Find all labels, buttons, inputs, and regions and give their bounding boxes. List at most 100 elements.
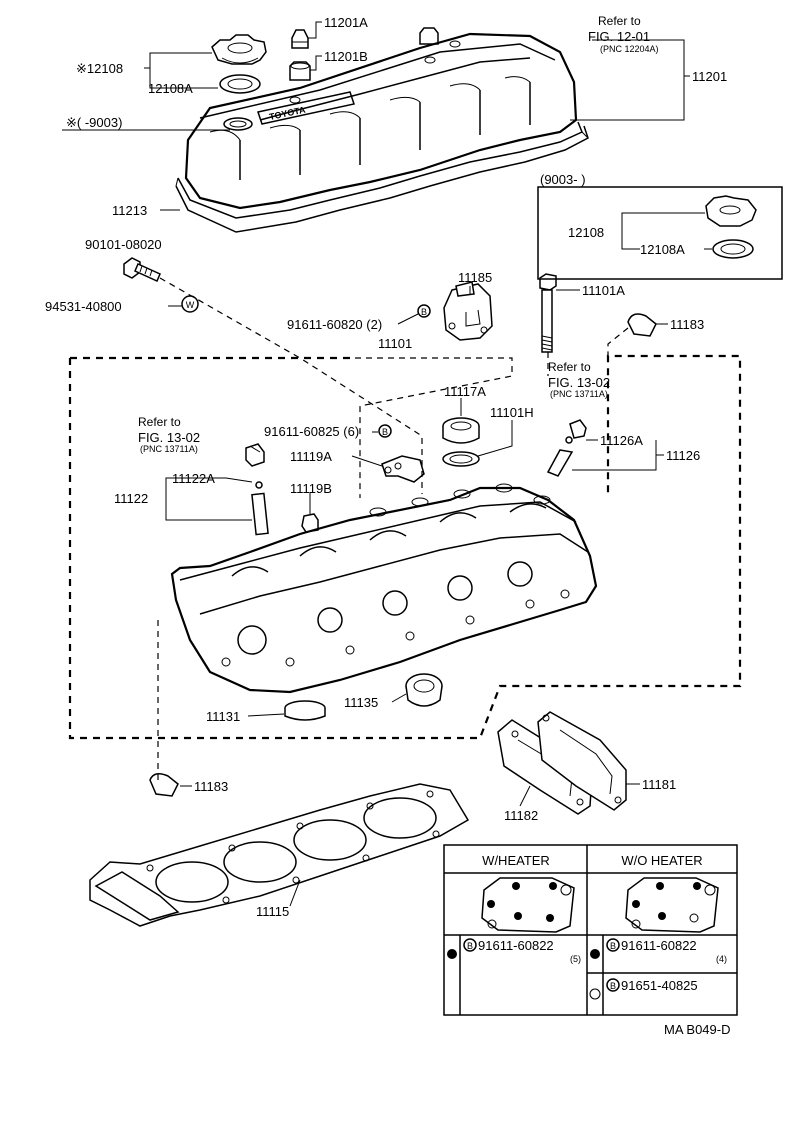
washer-marker-label: W xyxy=(186,300,195,310)
dash-leader-11101 xyxy=(355,357,513,498)
legend-w-heater-qty: (5) xyxy=(570,954,581,964)
label-11182: 11182 xyxy=(504,808,538,823)
bolt-marker-b-icon xyxy=(606,978,620,992)
label-90101-08020: 90101-08020 xyxy=(85,237,162,252)
legend-wo-heater-part-2: 91651-40825 xyxy=(621,978,698,993)
label-11183-bottom: 11183 xyxy=(194,779,228,794)
ref-fig1201-line2: FIG. 12-01 xyxy=(588,29,650,44)
dash-leader-bolt xyxy=(159,277,423,494)
label-11101A: 11101A xyxy=(582,283,625,298)
valve-guide-11126 xyxy=(546,436,574,477)
hole-open xyxy=(560,884,572,896)
hole-filled xyxy=(487,900,495,908)
oil-seal-11135 xyxy=(405,673,443,707)
bolt-90101-08020 xyxy=(123,257,161,282)
label-11119B: 11119B xyxy=(290,481,332,496)
cover-11181 xyxy=(537,711,627,811)
valve-stem-seal-right xyxy=(569,419,587,439)
plug-11183-top xyxy=(627,313,657,337)
ref-fig1302r-line3: (PNC 13711A) xyxy=(550,389,608,399)
bracket-11119A xyxy=(381,455,425,483)
cylinder-head-11101 xyxy=(170,483,598,694)
hole-filled xyxy=(512,882,520,890)
cap-gasket-12108A xyxy=(219,74,261,94)
hole-filled xyxy=(549,882,557,890)
label-12108-box: 12108 xyxy=(568,225,604,240)
hole-filled xyxy=(546,914,554,922)
label-11181: 11181 xyxy=(642,777,676,792)
label-11119A: 11119A xyxy=(290,449,332,464)
grommet-11201B xyxy=(289,61,311,81)
hole-filled xyxy=(632,900,640,908)
ref-fig-13-02-left: Refer to FIG. 13-02 (PNC 13711A) xyxy=(138,415,200,454)
label-11131: 11131 xyxy=(206,709,240,724)
legend-header-wo-heater: W/O HEATER xyxy=(621,853,702,868)
label-11213: 11213 xyxy=(112,203,147,218)
seal-11131 xyxy=(284,700,326,721)
filled-dot-icon xyxy=(590,949,600,959)
valve-stem-seal-left xyxy=(245,443,265,467)
leader-lines xyxy=(62,21,690,907)
legend-marker-b-2: B xyxy=(610,941,616,951)
oil-cap-box xyxy=(537,186,783,280)
legend-marker-b-3: B xyxy=(610,981,616,991)
label-11115: 11115 xyxy=(256,904,289,919)
valve-cover-gasket-11213 xyxy=(175,121,589,233)
marker-b-91611-60825: B xyxy=(378,424,392,438)
label-91611-60820: 91611-60820 (2) xyxy=(287,317,382,332)
label-11101: 11101 xyxy=(378,336,412,351)
ref-fig1201-line3: (PNC 12204A) xyxy=(600,44,659,54)
water-outlet-11185 xyxy=(443,281,493,341)
label-12108: ※12108 xyxy=(76,61,123,76)
label-12108A: 12108A xyxy=(148,81,193,96)
label-11122A: 11122A xyxy=(172,471,215,486)
gasket-11182 xyxy=(497,719,593,815)
label-94531-40800: 94531-40800 xyxy=(45,299,122,314)
open-dot-icon xyxy=(589,988,601,1000)
label-note-9003: ※( -9003) xyxy=(66,115,122,130)
ref-fig1302r-line2: FIG. 13-02 xyxy=(548,375,610,390)
ref-fig-13-02-right: Refer to FIG. 13-02 (PNC 13711A) xyxy=(548,360,610,399)
bolt-marker-b-icon xyxy=(463,938,477,952)
hole-filled xyxy=(658,912,666,920)
bolt-marker-b-icon xyxy=(606,938,620,952)
label-11135: 11135 xyxy=(344,695,378,710)
label-9003-box: (9003- ) xyxy=(540,172,586,187)
oil-seal-11117A xyxy=(442,417,480,444)
dash-leader-11183-top xyxy=(607,327,629,356)
hole-open xyxy=(689,913,699,923)
valve-guide-11122 xyxy=(251,481,269,536)
head-assembly-dashed-box xyxy=(68,354,742,740)
label-11201: 11201 xyxy=(692,69,727,84)
plate-sketch-wo-heater xyxy=(625,877,719,933)
legend-wo-heater-qty: (4) xyxy=(716,954,727,964)
label-11183-top: 11183 xyxy=(670,317,704,332)
label-12108A-box: 12108A xyxy=(640,242,685,257)
label-11201B: 11201B xyxy=(324,49,368,64)
label-11117A: 11117A xyxy=(444,384,486,399)
ref-fig1302r-line1: Refer to xyxy=(548,360,591,374)
filled-dot-icon xyxy=(447,949,457,959)
label-11126: 11126 xyxy=(666,448,700,463)
label-11122: 11122 xyxy=(114,491,148,506)
label-11126A: 11126A xyxy=(600,433,643,448)
legend-w-heater-part: 91611-60822 xyxy=(478,938,554,953)
hole-open xyxy=(487,919,497,929)
head-bolt-11101A xyxy=(539,273,557,353)
hole-filled xyxy=(514,912,522,920)
label-11201A: 11201A xyxy=(324,15,368,30)
gasket-11101H xyxy=(442,451,480,467)
plate-sketch-w-heater xyxy=(481,877,575,933)
legend-header-w-heater: W/HEATER xyxy=(482,853,550,868)
ref-fig1201-line1: Refer to xyxy=(598,14,641,28)
oil-filler-cap-12108 xyxy=(211,34,267,65)
svg-text:TOYOTA: TOYOTA xyxy=(268,104,306,122)
grommet-top-right xyxy=(419,27,439,45)
bolt-marker-b-2: B xyxy=(382,427,388,437)
hole-open xyxy=(704,884,716,896)
heater-legend-table: W/HEATER W/O HEATER B 91611-60822 (5) B … xyxy=(443,844,738,1016)
head-gasket-11115 xyxy=(89,783,470,927)
hole-filled xyxy=(656,882,664,890)
ref-fig1302l-line1: Refer to xyxy=(138,415,181,429)
